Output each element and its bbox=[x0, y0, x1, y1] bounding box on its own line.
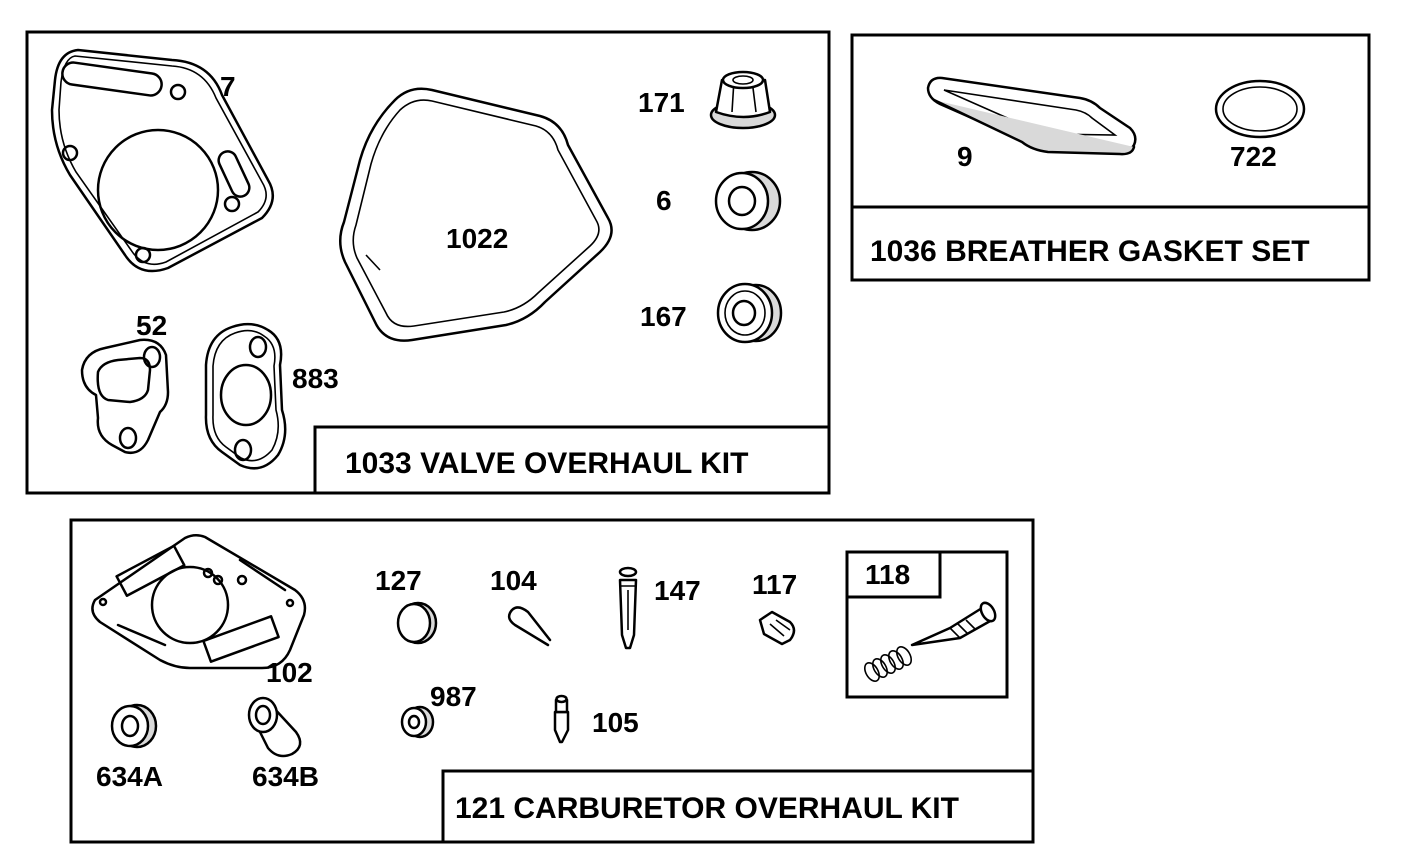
label-7: 7 bbox=[220, 71, 236, 102]
part-147-tube bbox=[618, 566, 638, 650]
part-102-carb-gasket bbox=[91, 534, 307, 670]
part-104-pin bbox=[507, 606, 552, 647]
part-987-washer bbox=[400, 705, 435, 739]
carburetor-kit-title-box bbox=[441, 769, 1035, 844]
valve-overhaul-kit-panel: 1033 VALVE OVERHAUL KIT 7 1022 bbox=[25, 30, 831, 495]
part-105-needle bbox=[553, 694, 570, 744]
part-9-breather-gasket bbox=[926, 76, 1137, 156]
part-52-exhaust-gasket bbox=[80, 338, 170, 454]
label-167: 167 bbox=[640, 301, 687, 332]
part-127-welch-plug bbox=[396, 601, 438, 645]
part-118-frame bbox=[845, 550, 1009, 699]
label-102: 102 bbox=[266, 657, 313, 688]
breather-set-frame bbox=[850, 33, 1371, 282]
part-118-mixture-screw bbox=[910, 601, 997, 647]
label-634a: 634A bbox=[96, 761, 163, 792]
part-118-spring bbox=[863, 646, 913, 682]
part-634a-seal bbox=[110, 703, 158, 749]
part-634b-bushing bbox=[247, 696, 302, 758]
part-117-screw bbox=[758, 610, 796, 646]
label-105: 105 bbox=[592, 707, 639, 738]
label-147: 147 bbox=[654, 575, 701, 606]
part-118-label-box bbox=[847, 552, 942, 599]
part-722-o-ring bbox=[1214, 79, 1306, 139]
label-118: 118 bbox=[865, 559, 910, 590]
label-722: 722 bbox=[1230, 141, 1277, 172]
label-52: 52 bbox=[136, 310, 167, 341]
part-1022-valve-cover-gasket bbox=[339, 87, 613, 342]
label-1022: 1022 bbox=[446, 223, 508, 254]
label-171: 171 bbox=[638, 87, 685, 118]
label-9: 9 bbox=[957, 141, 973, 172]
label-104: 104 bbox=[490, 565, 537, 596]
part-167-valve-seal bbox=[716, 282, 783, 344]
label-987: 987 bbox=[430, 681, 477, 712]
carburetor-overhaul-kit-panel: 121 CARBURETOR OVERHAUL KIT 102 634A bbox=[69, 518, 1035, 844]
label-883: 883 bbox=[292, 363, 339, 394]
part-6-seal bbox=[714, 170, 782, 232]
carburetor-kit-title: 121 CARBURETOR OVERHAUL KIT bbox=[455, 792, 959, 825]
breather-gasket-set-panel: 1036 BREATHER GASKET SET 9 722 bbox=[850, 33, 1371, 282]
part-171-flange-nut bbox=[709, 70, 777, 130]
label-634b: 634B bbox=[252, 761, 319, 792]
valve-kit-title-box bbox=[313, 425, 831, 495]
part-118-mixture-kit: 118 bbox=[845, 550, 1009, 699]
part-7-head-gasket bbox=[50, 48, 275, 273]
breather-set-title: 1036 BREATHER GASKET SET bbox=[870, 235, 1310, 268]
label-117: 117 bbox=[752, 569, 797, 600]
label-127: 127 bbox=[375, 565, 422, 596]
part-883-intake-gasket bbox=[204, 322, 287, 470]
valve-kit-title: 1033 VALVE OVERHAUL KIT bbox=[345, 447, 748, 480]
label-6: 6 bbox=[656, 185, 672, 216]
